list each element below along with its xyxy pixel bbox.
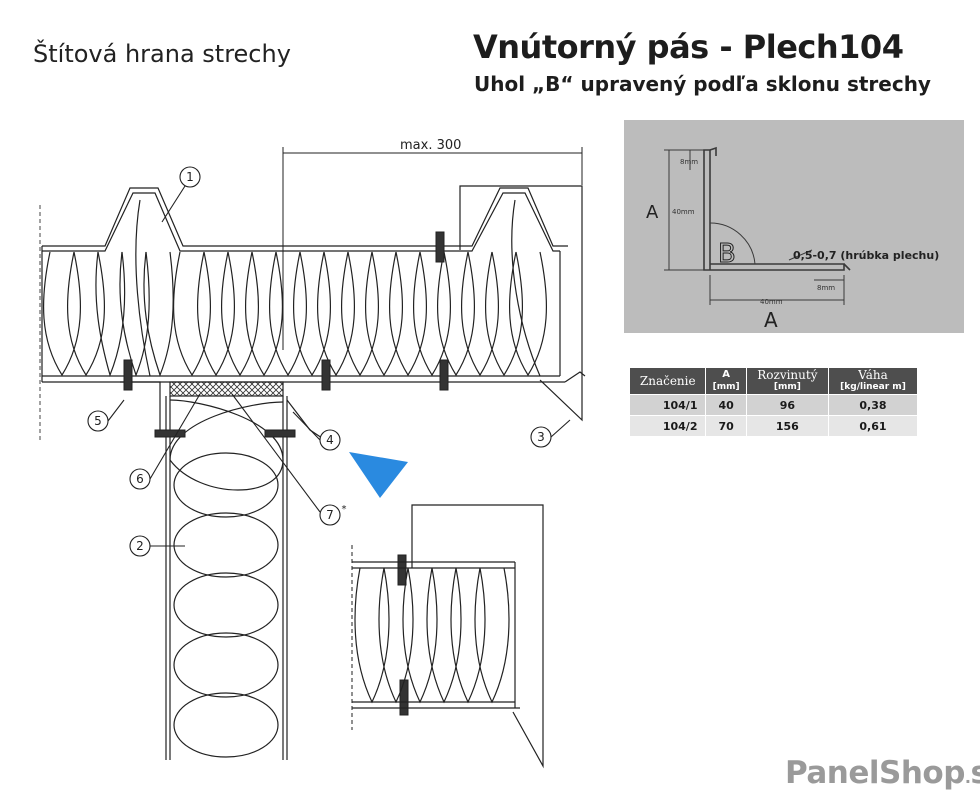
- table-cell: 156: [745, 415, 829, 437]
- callout-5: 5: [94, 414, 102, 428]
- dimension-max-300: [282, 147, 583, 350]
- callout-4: 4: [326, 433, 334, 447]
- roof-panel: [41, 187, 568, 383]
- callout-3: 3: [537, 430, 545, 444]
- table-cell: 40: [705, 394, 747, 416]
- table-cell: 70: [705, 415, 747, 437]
- logo-name: PanelShop: [785, 755, 965, 791]
- table-cell: 96: [745, 394, 829, 416]
- profile-dim-vertical: 40mm: [672, 208, 695, 216]
- edge-flashing: [459, 185, 586, 422]
- table-cell: 0,38: [827, 394, 919, 416]
- callout-1: 1: [186, 170, 194, 184]
- spec-table: Značenie A[mm] Rozvinutý[mm] Váha[kg/lin…: [628, 367, 919, 437]
- logo-dot: .: [964, 768, 971, 787]
- spec-header-developed: Rozvinutý[mm]: [745, 367, 829, 395]
- detail-drawing: [351, 504, 544, 769]
- table-row: 104/1 40 96 0,38: [628, 394, 919, 416]
- callouts: [87, 166, 571, 557]
- spec-header-code: Značenie: [628, 367, 707, 395]
- profile-diagram: A 40mm 8mm B 0,5-0,7 (hrúbka plechu) 40m…: [624, 120, 964, 333]
- pointer-arrow-icon: [349, 452, 408, 498]
- callout-6: 6: [136, 472, 144, 486]
- page-title-left: Štítová hrana strechy: [33, 40, 291, 68]
- callout-2: 2: [136, 539, 144, 553]
- table-cell: 0,61: [827, 415, 919, 437]
- table-cell: 104/2: [628, 415, 707, 437]
- main-title: Vnútorný pás - Plech104: [473, 28, 904, 66]
- profile-label-a-horizontal: A: [764, 308, 778, 332]
- callout-7-mark: *: [342, 504, 347, 515]
- table-cell: 104/1: [628, 394, 707, 416]
- screws: [123, 231, 449, 716]
- profile-dim-bottom: 8mm: [817, 284, 835, 292]
- spec-header-weight: Váha[kg/linear m]: [827, 367, 919, 395]
- panelshop-logo: PanelShop.sk: [785, 755, 980, 791]
- spec-header-a: A[mm]: [705, 367, 747, 395]
- profile-svg: A 40mm 8mm B 0,5-0,7 (hrúbka plechu) 40m…: [646, 146, 939, 332]
- profile-dim-top: 8mm: [680, 158, 698, 166]
- sub-title: Uhol „B“ upravený podľa sklonu strechy: [474, 72, 931, 96]
- callout-7: 7: [326, 508, 334, 522]
- profile-label-b: B: [718, 239, 736, 269]
- table-row: 104/2 70 156 0,61: [628, 415, 919, 437]
- profile-thickness-label: 0,5-0,7 (hrúbka plechu): [793, 249, 939, 262]
- profile-label-a-vertical: A: [646, 202, 659, 223]
- spec-table-header-row: Značenie A[mm] Rozvinutý[mm] Váha[kg/lin…: [628, 367, 919, 395]
- profile-dim-horizontal: 40mm: [760, 298, 783, 306]
- dimension-label: max. 300: [400, 138, 461, 153]
- logo-tld: sk: [970, 755, 980, 791]
- wall-panel: [120, 381, 326, 760]
